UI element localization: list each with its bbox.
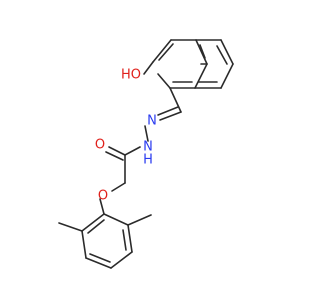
- molecule-structure: HO N N H O O: [58, 39, 234, 269]
- bond: [194, 63, 208, 89]
- molecule-canvas: HO N N H O O: [58, 39, 234, 269]
- ether-oxygen-label: O: [98, 189, 108, 204]
- imine-nitrogen-label: N: [147, 114, 157, 129]
- bond-double-inner: [158, 43, 174, 61]
- bond: [124, 146, 141, 156]
- hydroxyl-label: HO: [121, 68, 141, 83]
- naphthalene-ring-left: [152, 39, 208, 89]
- bond: [127, 224, 133, 253]
- bond: [81, 230, 87, 259]
- bond-carbonyl: [108, 146, 126, 156]
- amide-nitrogen-label: N: [143, 140, 153, 155]
- bond: [195, 39, 208, 65]
- amide-hydrogen-label: H: [143, 153, 153, 168]
- bond: [99, 198, 105, 215]
- bond-double-inner: [122, 229, 127, 251]
- methyl-left: [58, 222, 83, 232]
- bond: [152, 39, 172, 63]
- bond: [220, 63, 234, 89]
- dimethylphenyl-ring: [81, 213, 133, 269]
- bond-carbonyl-double: [105, 151, 124, 161]
- bond: [81, 213, 105, 232]
- bond-imine: [159, 111, 182, 121]
- bond-double-inner: [216, 45, 228, 65]
- bond-double-inner: [89, 253, 111, 263]
- bond: [169, 87, 182, 113]
- bond-to-hydroxyl: [143, 61, 154, 75]
- bond-to-ether: [111, 182, 126, 192]
- bond: [220, 39, 234, 65]
- bond: [103, 213, 129, 226]
- bond-double-inner: [199, 44, 206, 59]
- bond: [85, 257, 112, 269]
- carbonyl-oxygen-label: O: [95, 138, 105, 153]
- bond-n-n: [144, 125, 149, 142]
- bond-imine-double: [157, 106, 179, 116]
- bond: [110, 251, 133, 269]
- methyl-right: [127, 214, 152, 226]
- bond: [157, 73, 171, 89]
- naphthalene-ring-right: [194, 39, 234, 89]
- bond-double-inner: [87, 219, 105, 234]
